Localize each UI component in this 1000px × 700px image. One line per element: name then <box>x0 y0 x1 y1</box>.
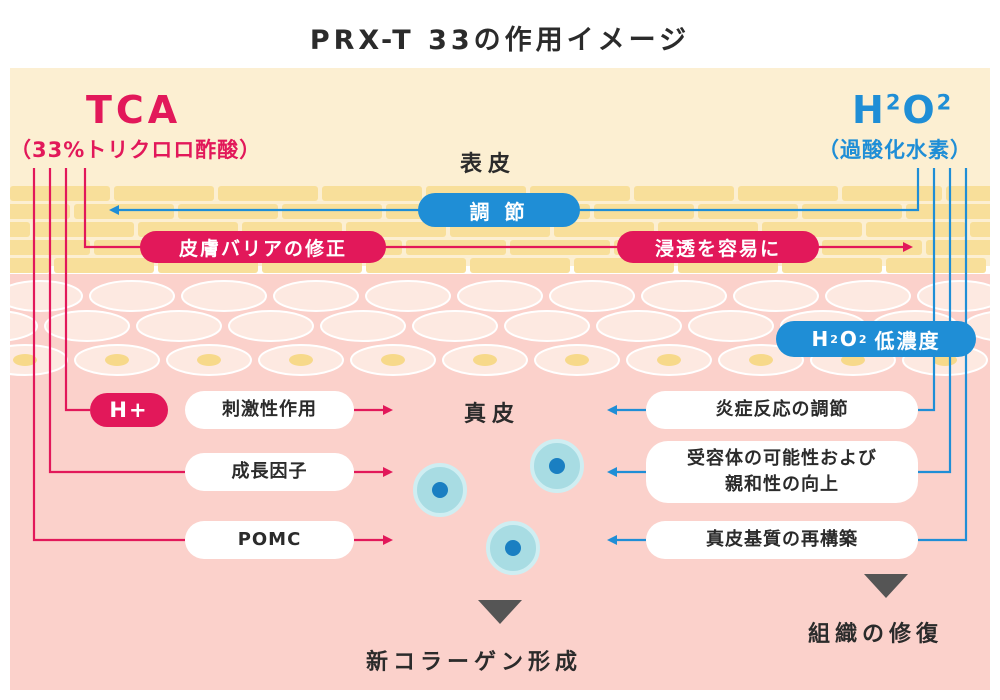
skin-cell-layer <box>10 280 990 376</box>
h2o2-fullname: （過酸化水素） <box>818 138 972 162</box>
barrier-repair-pill: 皮膚バリアの修正 <box>140 231 386 263</box>
penetration-pill: 浸透を容易に <box>617 231 819 263</box>
diagram-title: PRX-T 33の作用イメージ <box>309 25 691 56</box>
right-effect-receptor: 受容体の可能性および 親和性の向上 <box>646 441 918 503</box>
h2o2-connector-lines <box>109 168 968 545</box>
left-effect-pomc: POMC <box>185 521 354 559</box>
regulate-pill: 調 節 <box>418 193 580 227</box>
left-effect-irritation: 刺激性作用 <box>185 391 354 429</box>
tca-label: TCA <box>86 88 182 132</box>
outcome-new-collagen: 新コラーゲン形成 <box>366 650 583 675</box>
outcome-tissue-repair: 組織の修復 <box>808 622 944 647</box>
h2o2-label: H2O2 <box>852 88 954 132</box>
dermis-label: 真皮 <box>464 402 521 427</box>
right-effect-inflammation: 炎症反応の調節 <box>646 391 918 429</box>
collagen-outcome-triangle <box>478 600 522 624</box>
h-plus-pill: H+ <box>90 393 168 427</box>
repair-outcome-triangle <box>864 574 908 598</box>
epidermis-label: 表皮 <box>460 152 517 177</box>
right-effect-matrix: 真皮基質の再構築 <box>646 521 918 559</box>
tca-fullname: （33%トリクロロ酢酸） <box>10 138 262 162</box>
fibroblast-cells <box>413 439 584 575</box>
left-effect-growth-factor: 成長因子 <box>185 453 354 491</box>
